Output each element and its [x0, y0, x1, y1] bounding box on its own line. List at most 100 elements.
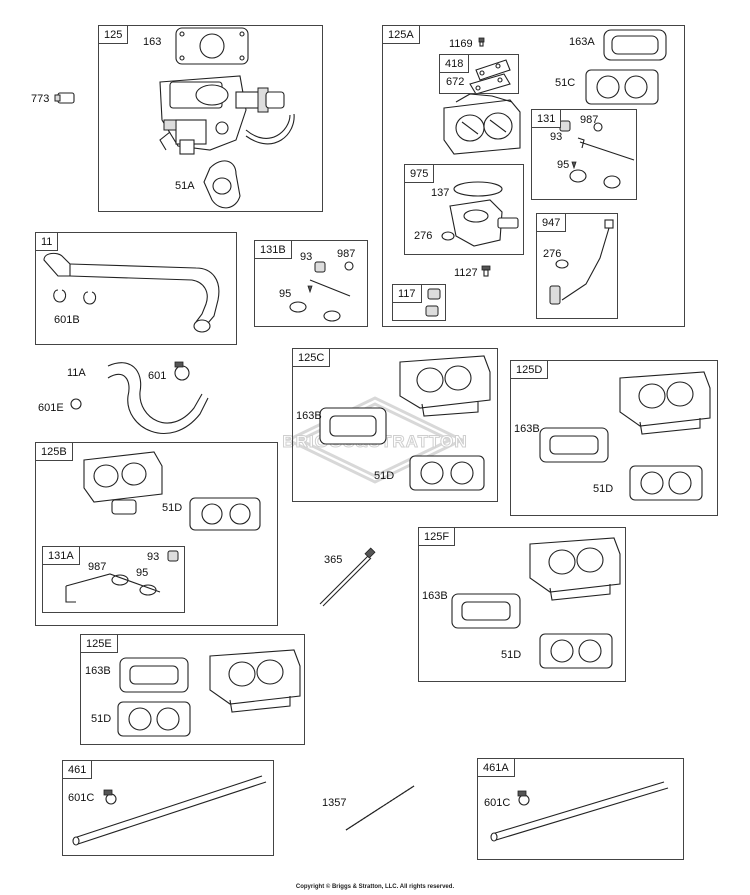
- assembly-tag-131A: 131A: [42, 546, 80, 565]
- tube-461-art: [72, 775, 267, 846]
- screw-1169-art: [478, 37, 485, 47]
- part-label-1357: 1357: [322, 797, 347, 809]
- part-label-601B: 601B: [54, 314, 80, 326]
- part-label-601C-461: 601C: [68, 792, 95, 804]
- part-label-95-131A: 95: [136, 567, 149, 579]
- assembly-tag-418: 418: [439, 54, 470, 73]
- gasket-163A-art: [603, 29, 667, 61]
- throttle-body-125B-art: [83, 451, 261, 531]
- part-label-987-131B: 987: [337, 248, 356, 260]
- throttle-shaft-131B-art: [289, 261, 354, 322]
- fitting-773-art: [54, 92, 75, 104]
- part-label-773: 773: [31, 93, 50, 105]
- part-label-276-975: 276: [414, 230, 433, 242]
- assembly-tag-947: 947: [536, 213, 567, 232]
- part-label-163: 163: [143, 36, 162, 48]
- assembly-tag-125B: 125B: [35, 442, 73, 461]
- assembly-tag-125: 125: [98, 25, 129, 44]
- assembly-box-131B: 131B: [254, 240, 368, 327]
- hose-11A-art: [107, 362, 209, 434]
- part-label-1169: 1169: [449, 38, 473, 50]
- assembly-tag-125C: 125C: [292, 348, 331, 367]
- assembly-box-125B: 125B: [35, 442, 278, 626]
- assembly-tag-461: 461: [62, 760, 93, 779]
- part-label-601: 601: [148, 370, 167, 382]
- part-label-93-131: 93: [550, 131, 563, 143]
- assembly-box-125D: 125D: [510, 360, 718, 516]
- part-label-95-131: 95: [557, 159, 570, 171]
- part-label-51D-125C: 51D: [374, 470, 395, 482]
- part-label-11A: 11A: [67, 367, 86, 379]
- assembly-box-125A: 125A: [382, 25, 685, 327]
- assembly-tag-461A: 461A: [477, 758, 515, 777]
- assembly-tag-125A: 125A: [382, 25, 420, 44]
- jets-117-art: [425, 288, 441, 317]
- throttle-body-125F-art: [451, 537, 621, 669]
- part-label-163B-125D: 163B: [514, 423, 540, 435]
- assembly-tag-125E: 125E: [80, 634, 118, 653]
- assembly-box-461A: 461A: [477, 758, 684, 860]
- assembly-tag-131: 131: [531, 109, 562, 128]
- throttle-body-125C-art: [319, 355, 491, 491]
- part-label-601C-461A: 601C: [484, 797, 511, 809]
- assembly-tag-11: 11: [35, 232, 59, 251]
- fuel-line-11-art: [43, 252, 220, 333]
- part-label-276-947: 276: [543, 248, 562, 260]
- assembly-box-125E: 125E: [80, 634, 305, 745]
- assembly-tag-117: 117: [392, 284, 422, 303]
- part-label-163B-125F: 163B: [422, 590, 448, 602]
- assembly-tag-125D: 125D: [510, 360, 549, 379]
- throttle-shaft-131-art: [559, 120, 635, 189]
- harness-947-art: [549, 219, 614, 305]
- assembly-box-125: 125: [98, 25, 323, 212]
- throttle-body-125E-art: [117, 649, 301, 737]
- throttle-shaft-131A-art: [65, 550, 179, 603]
- assembly-tag-975: 975: [404, 164, 435, 183]
- throttle-body-125D-art: [539, 371, 711, 501]
- assembly-box-131A: 131A: [42, 546, 185, 613]
- part-label-137: 137: [431, 187, 450, 199]
- carburetor-125-art: [159, 75, 295, 155]
- copyright-notice: Copyright © Briggs & Stratton, LLC. All …: [295, 884, 455, 890]
- part-label-365: 365: [324, 554, 343, 566]
- part-label-51D-125D: 51D: [593, 483, 614, 495]
- assembly-box-975: 975: [404, 164, 524, 255]
- part-label-672: 672: [446, 76, 465, 88]
- gasket-163-art: [175, 27, 249, 65]
- part-label-601E: 601E: [38, 402, 64, 414]
- assembly-box-461: 461: [62, 760, 274, 856]
- plate-672-art: [469, 59, 511, 95]
- part-label-987-131A: 987: [88, 561, 107, 573]
- part-label-51A: 51A: [175, 180, 195, 192]
- spring-1357-art: [345, 785, 415, 831]
- assembly-tag-131B: 131B: [254, 240, 292, 259]
- part-label-987-131: 987: [580, 114, 599, 126]
- clamp-601E-art: [70, 398, 82, 410]
- screw-1127-art: [481, 265, 491, 277]
- assembly-box-125C: 125C: [292, 348, 498, 502]
- part-label-51D-125B: 51D: [162, 502, 183, 514]
- part-label-163B-125E: 163B: [85, 665, 111, 677]
- part-label-93-131B: 93: [300, 251, 313, 263]
- assembly-box-947: 947: [536, 213, 618, 319]
- part-label-95-131B: 95: [279, 288, 292, 300]
- cover-975-art: [441, 181, 519, 247]
- tube-461A-art: [490, 781, 669, 842]
- part-label-163B-125C: 163B: [296, 410, 322, 422]
- assembly-box-418: 418: [439, 54, 519, 94]
- part-label-51D-125E: 51D: [91, 713, 112, 725]
- part-label-1127: 1127: [454, 267, 478, 279]
- bolt-365-art: [319, 547, 376, 607]
- gasket-51C-art: [585, 69, 659, 105]
- assembly-box-11: 11: [35, 232, 237, 345]
- assembly-box-117: 117: [392, 284, 446, 321]
- throttle-body-125A-art: [443, 93, 521, 155]
- clamp-601-art: [174, 361, 190, 381]
- gasket-51A-art: [203, 160, 241, 209]
- part-label-51C: 51C: [555, 77, 576, 89]
- part-label-93-131A: 93: [147, 551, 160, 563]
- part-label-163A: 163A: [569, 36, 595, 48]
- assembly-box-131: 131: [531, 109, 637, 200]
- assembly-tag-125F: 125F: [418, 527, 456, 546]
